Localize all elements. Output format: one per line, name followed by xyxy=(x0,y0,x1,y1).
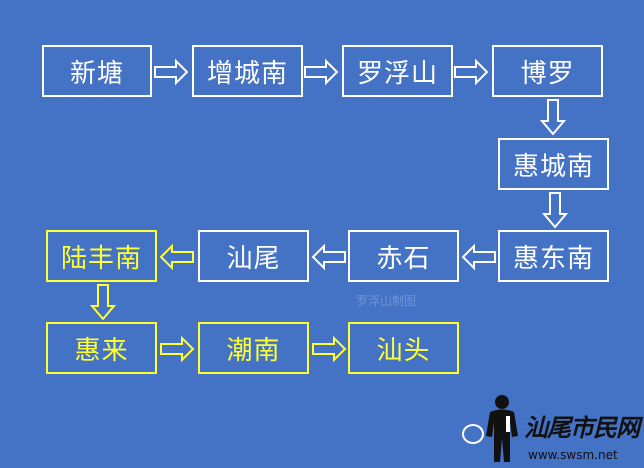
station-boluo: 博罗 xyxy=(492,45,603,97)
person-silhouette-icon xyxy=(486,395,518,462)
station-chishi: 赤石 xyxy=(348,230,459,282)
station-chaonan: 潮南 xyxy=(198,322,309,374)
station-huichengnan: 惠城南 xyxy=(498,138,609,190)
station-huidongnan: 惠东南 xyxy=(498,230,609,282)
arrow-luofushan-to-boluo xyxy=(454,58,489,86)
station-xintang: 新塘 xyxy=(42,45,152,97)
station-huilai: 惠来 xyxy=(46,322,157,374)
arrow-boluo-to-huichengnan xyxy=(539,99,567,136)
chat-bubble-icon xyxy=(462,424,484,444)
station-shantou: 汕头 xyxy=(348,322,459,374)
arrow-huidongnan-to-chishi xyxy=(461,243,496,271)
arrow-huichengnan-to-huidongnan xyxy=(541,192,569,229)
arrow-huilai-to-chaonan xyxy=(160,335,195,363)
arrow-chishi-to-shanwei xyxy=(311,243,346,271)
arrow-zengchengnan-to-luofushan xyxy=(304,58,339,86)
station-zengchengnan: 增城南 xyxy=(192,45,303,97)
brand-logo: 汕尾市民网 www.swsm.net xyxy=(462,392,644,468)
arrow-lufengnan-to-huilai xyxy=(89,284,117,321)
station-shanwei: 汕尾 xyxy=(198,230,309,282)
brand-url: www.swsm.net xyxy=(528,448,618,462)
station-lufengnan: 陆丰南 xyxy=(46,230,157,282)
station-luofushan: 罗浮山 xyxy=(342,45,453,97)
arrow-chaonan-to-shantou xyxy=(312,335,347,363)
arrow-shanwei-to-lufengnan xyxy=(159,243,194,271)
center-watermark: 罗浮山制图 xyxy=(356,294,417,308)
arrow-xintang-to-zengchengnan xyxy=(154,58,189,86)
brand-name: 汕尾市民网 xyxy=(524,413,640,442)
